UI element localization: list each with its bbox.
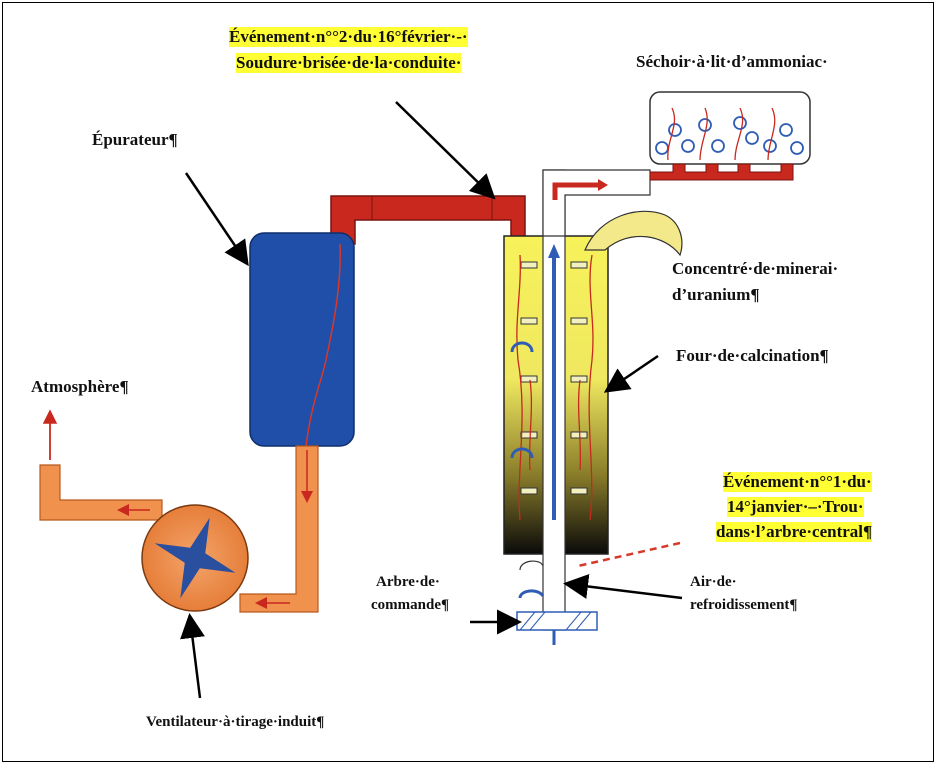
kiln-label: Four·de·calcination¶ (676, 346, 829, 365)
atmosphere-label: Atmosphère¶ (31, 377, 129, 396)
exhaust-duct (330, 195, 526, 245)
cooling-air-label-line2: refroidissement¶ (690, 597, 798, 613)
event1-label-line1: Événement·n°°1·du· (723, 472, 872, 492)
concentrate-label-line2: d’uranium¶ (672, 285, 760, 304)
fan-label: Ventilateur·à·tirage·induit¶ (146, 714, 325, 730)
fan-outlet-duct (39, 409, 163, 521)
cooling-air-label-line1: Air·de· (690, 574, 737, 590)
event2-label-line1: Événement·n°°2·du·16°février·-· (229, 27, 468, 47)
drive-shaft-label-line2: commande¶ (371, 597, 450, 613)
induced-draft-fan (141, 504, 249, 612)
event1-dashed-pointer (577, 541, 681, 568)
concentrate-feed-arrow (584, 210, 683, 257)
event1-label-line2: 14°janvier·–·Trou· (727, 497, 864, 517)
concentrate-label-line1: Concentré·de·minerai· (672, 259, 839, 278)
drive-shaft-label-line1: Arbre·de· (376, 574, 440, 590)
ammonia-bed-dryer (649, 91, 811, 181)
scrubber-vessel (249, 232, 355, 447)
calcination-kiln (503, 169, 609, 631)
scrubber-to-fan-duct (239, 445, 319, 613)
event1-label-line3: dans·l’arbre·central¶ (716, 522, 873, 542)
callout-arrows (180, 101, 683, 699)
kiln-to-dryer-duct (542, 169, 651, 237)
dryer-label: Séchoir·à·lit·d’ammoniac· (636, 52, 828, 71)
event2-label-line2: Soudure·brisée·de·la·conduite· (236, 53, 462, 73)
scrubber-label: Épurateur¶ (92, 130, 178, 149)
